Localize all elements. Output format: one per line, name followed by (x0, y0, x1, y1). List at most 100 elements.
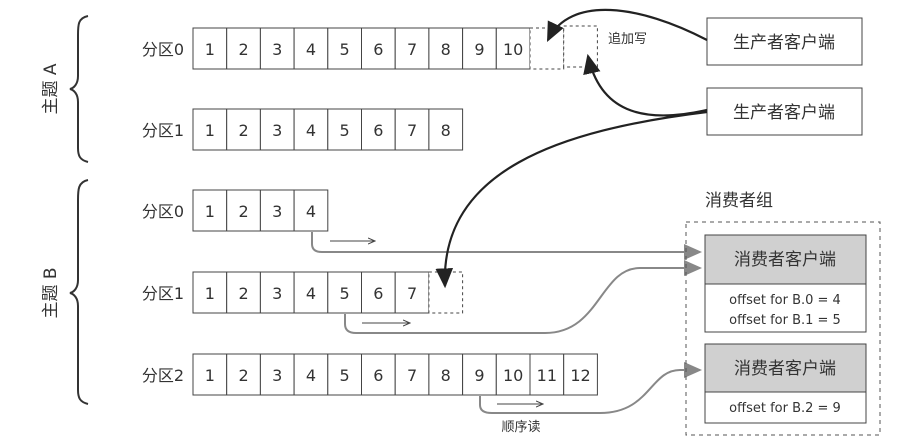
message-cell (428, 27, 464, 70)
message-cell (495, 353, 531, 396)
producer-client-1 (706, 17, 863, 66)
message-cell (192, 271, 228, 314)
message-cell (495, 27, 531, 70)
message-cell (394, 353, 430, 396)
message-cell (226, 108, 261, 151)
offset-b1: offset for B.1 = 5 (729, 313, 841, 328)
message-offset: 5 (340, 284, 350, 303)
append-arrow-3 (435, 110, 708, 289)
message-offset: 6 (373, 121, 383, 140)
append-arrow-1 (547, 8, 708, 42)
append-label: 追加写 (608, 31, 647, 47)
message-cell (226, 27, 261, 70)
consumer-client-1 (704, 234, 867, 285)
sequential-read-label: 顺序读 (501, 420, 540, 435)
message-offset: 5 (340, 121, 350, 140)
message-offset: 4 (306, 284, 316, 303)
message-cell (192, 189, 228, 232)
consumer-client-1-label: 消费者客户端 (734, 250, 836, 270)
message-cell (293, 189, 329, 232)
message-offset: 4 (306, 202, 316, 221)
consumer-client-1-offsets (704, 283, 867, 333)
message-cell (563, 353, 598, 396)
message-offset: 3 (272, 40, 282, 59)
message-offset: 7 (407, 284, 417, 303)
message-offset: 11 (537, 366, 557, 385)
message-offset: 10 (503, 40, 523, 59)
message-offset: 9 (474, 366, 484, 385)
message-offset: 2 (238, 366, 248, 385)
message-offset: 3 (272, 284, 282, 303)
topic-b-label: 主题 B (41, 267, 61, 318)
message-cell (259, 189, 295, 232)
producer-client-1-label: 生产者客户端 (733, 33, 835, 53)
message-cell (327, 271, 362, 314)
message-offset: 2 (238, 121, 248, 140)
message-offset: 2 (238, 202, 248, 221)
message-cell (361, 353, 396, 396)
message-offset: 3 (272, 121, 282, 140)
pending-append-slot (563, 25, 598, 68)
message-cell (361, 108, 396, 151)
message-cell (361, 27, 396, 70)
message-offset: 5 (340, 366, 350, 385)
message-offset: 7 (407, 121, 417, 140)
message-offset: 6 (373, 366, 383, 385)
message-cell (462, 353, 497, 396)
message-cell (462, 27, 497, 70)
message-cell (394, 27, 430, 70)
message-offset: 8 (441, 121, 451, 140)
message-offset: 3 (272, 366, 282, 385)
partition-label: 分区0 (142, 40, 184, 59)
read-arrow-b1 (344, 260, 702, 334)
message-offset: 8 (441, 40, 451, 59)
message-cell (428, 353, 464, 396)
message-offset: 1 (205, 202, 215, 221)
producer-client-2 (706, 87, 863, 136)
producer-client-2-label: 生产者客户端 (733, 103, 835, 123)
offset-b0: offset for B.0 = 4 (729, 293, 841, 308)
message-offset: 7 (407, 366, 417, 385)
consumer-client-2-label: 消费者客户端 (734, 359, 836, 379)
read-arrow-b0 (311, 232, 702, 260)
message-cell (259, 271, 295, 314)
message-offset: 4 (306, 366, 316, 385)
message-cell (192, 353, 228, 396)
partition-label: 分区1 (142, 121, 184, 140)
message-offset: 2 (238, 284, 248, 303)
topic-a-label: 主题 A (41, 63, 61, 114)
message-offset: 7 (407, 40, 417, 59)
message-offset: 6 (373, 40, 383, 59)
message-offset: 10 (503, 366, 523, 385)
message-offset: 1 (205, 121, 215, 140)
message-cell (327, 27, 362, 70)
message-offset: 1 (205, 40, 215, 59)
partition-label: 分区0 (142, 202, 184, 221)
message-offset: 8 (441, 366, 451, 385)
message-offset: 4 (306, 121, 316, 140)
read-arrow-b2 (479, 362, 702, 414)
message-cell (226, 189, 261, 232)
message-cell (428, 108, 464, 151)
message-offset: 6 (373, 284, 383, 303)
message-cell (394, 271, 430, 314)
partition-label: 分区1 (142, 284, 184, 303)
message-cell (259, 27, 295, 70)
message-cell (293, 108, 329, 151)
consumer-group-title: 消费者组 (705, 191, 773, 211)
message-offset: 12 (570, 366, 590, 385)
topic-a-brace (69, 15, 89, 163)
message-offset: 1 (205, 366, 215, 385)
message-cell (192, 27, 228, 70)
message-offset: 4 (306, 40, 316, 59)
message-cell (259, 108, 295, 151)
message-cell (361, 271, 396, 314)
partition-label: 分区2 (142, 366, 184, 385)
consumer-group-boundary (685, 221, 881, 436)
consumer-client-2 (704, 343, 867, 393)
